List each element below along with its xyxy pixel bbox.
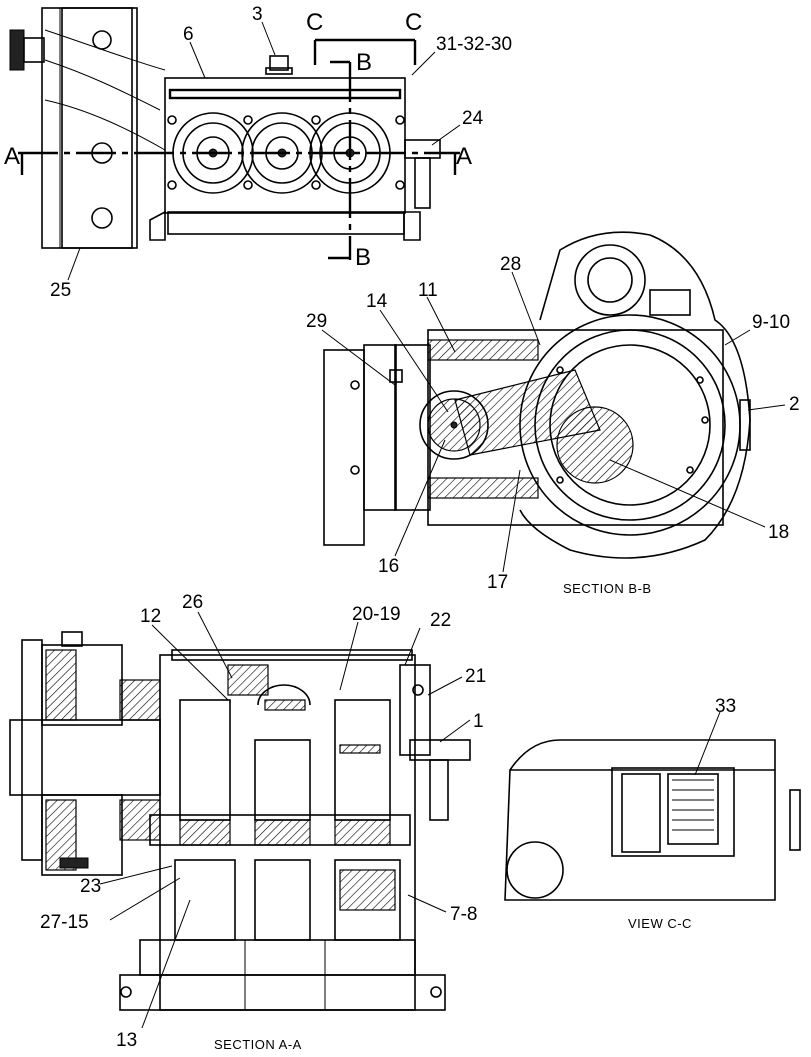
callout-1: 1 (473, 711, 484, 732)
callout-16: 16 (378, 556, 399, 577)
callout-23: 23 (80, 876, 101, 897)
cut-marker-c-left: C (306, 9, 323, 36)
section-a-a-title: SECTION A-A (214, 1037, 302, 1052)
callout-17: 17 (487, 572, 508, 593)
nameplate-logo (621, 773, 661, 853)
cut-marker-c-right: C (405, 9, 422, 36)
callout-26: 26 (182, 592, 203, 613)
view-c-c-drawing (504, 739, 801, 901)
cut-marker-b-top: B (356, 49, 372, 76)
section-a-a-drawing (9, 631, 471, 1011)
plug (269, 55, 289, 71)
callout-24: 24 (462, 108, 484, 129)
callout-33: 33 (715, 696, 736, 717)
callout-6: 6 (183, 24, 194, 45)
section-b-b-title: SECTION B-B (563, 581, 652, 596)
cut-marker-a-left: A (4, 143, 20, 170)
nameplate-frame (611, 767, 735, 857)
callout-27-15: 27-15 (40, 912, 89, 933)
leader-lines (67, 21, 786, 1029)
callout-25: 25 (50, 280, 71, 301)
callout-13: 13 (116, 1030, 137, 1051)
callout-11: 11 (418, 280, 438, 301)
cut-marker-a-right: A (456, 143, 472, 170)
callout-18: 18 (768, 522, 789, 543)
callout-2: 2 (789, 394, 800, 415)
callout-20-19: 20-19 (352, 604, 401, 625)
callout-21: 21 (465, 666, 486, 687)
callout-14: 14 (366, 291, 388, 312)
callout-3: 3 (252, 4, 263, 25)
nameplate-data (667, 773, 719, 845)
shaft-flange (9, 29, 25, 71)
callout-7-8: 7-8 (450, 904, 477, 925)
callout-28: 28 (500, 254, 521, 275)
callout-12: 12 (140, 606, 161, 627)
cut-marker-b-bottom: B (355, 244, 371, 271)
callout-31-32-30: 31-32-30 (436, 34, 512, 55)
callout-9-10: 9-10 (752, 312, 790, 333)
callout-29: 29 (306, 311, 327, 332)
view-c-c-title: VIEW C-C (628, 916, 692, 931)
top-view (9, 7, 460, 260)
callout-22: 22 (430, 610, 451, 631)
section-b-b-drawing (323, 231, 751, 559)
